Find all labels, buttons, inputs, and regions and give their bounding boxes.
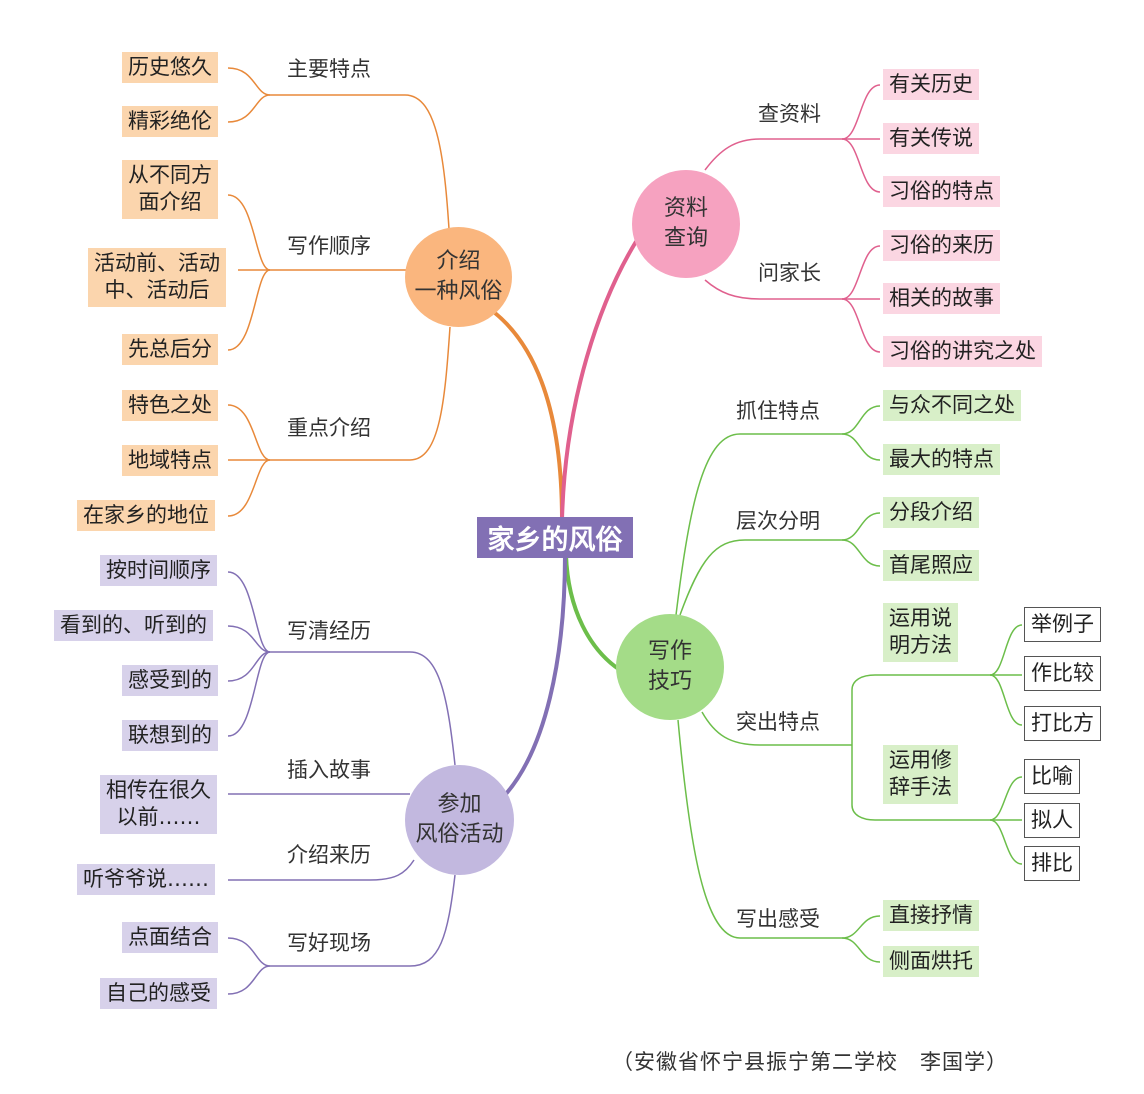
leaf-seen-heard: 看到的、听到的: [54, 610, 213, 642]
leaf-felt: 感受到的: [122, 665, 218, 697]
leaf-point-and-surface: 点面结合: [122, 922, 218, 954]
node-techniques: 写作技巧: [616, 614, 724, 720]
leaf-related-history: 有关历史: [883, 69, 979, 101]
main-link-activity: [503, 554, 567, 797]
leaf-grandpa-said: 听爷爷说……: [77, 864, 215, 896]
leaf-hometown-status: 在家乡的地位: [77, 500, 215, 532]
main-link-techniques: [564, 554, 622, 672]
label-key-introduction: 重点介绍: [287, 416, 371, 440]
leaf-associated: 联想到的: [122, 720, 218, 752]
leaf-parallelism: 排比: [1024, 846, 1080, 882]
leaf-long-ago: 相传在很久以前……: [100, 775, 217, 834]
node-research: 资料查询: [632, 170, 740, 278]
leaf-personification: 拟人: [1024, 803, 1080, 839]
subnode-explanation-methods: 运用说明方法: [883, 603, 958, 662]
leaf-indirect-setoff: 侧面烘托: [883, 946, 979, 978]
leaf-characteristic: 特色之处: [122, 390, 218, 422]
label-look-up: 查资料: [758, 102, 821, 126]
leaf-general-then-detail: 先总后分: [122, 334, 218, 366]
central-topic: 家乡的风俗: [477, 517, 633, 558]
leaf-custom-rules: 习俗的讲究之处: [883, 336, 1042, 368]
leaf-metaphor: 比喻: [1024, 759, 1080, 795]
node-introduce: 介绍一种风俗: [405, 227, 512, 327]
author-credit: （安徽省怀宁县振宁第二学校 李国学）: [612, 1050, 1008, 1074]
leaf-paragraphs: 分段介绍: [883, 497, 979, 529]
leaf-comparison: 作比较: [1024, 656, 1101, 692]
leaf-related-stories: 相关的故事: [883, 283, 1000, 315]
leaf-custom-features: 习俗的特点: [883, 176, 1000, 208]
label-clear-structure: 层次分明: [736, 509, 820, 533]
label-express-feelings: 写出感受: [736, 907, 820, 931]
leaf-regional: 地域特点: [122, 445, 218, 477]
label-insert-story: 插入故事: [287, 758, 371, 782]
links-activity: [227, 571, 456, 995]
leaf-direct-lyric: 直接抒情: [883, 900, 979, 932]
label-ask-parents: 问家长: [758, 261, 821, 285]
leaf-time-order: 按时间顺序: [100, 555, 217, 587]
label-write-scene: 写好现场: [287, 931, 371, 955]
leaf-biggest-feature: 最大的特点: [883, 444, 1000, 476]
leaf-wonderful: 精彩绝伦: [122, 106, 218, 138]
main-link-introduce: [493, 311, 564, 521]
leaf-related-legend: 有关传说: [883, 123, 979, 155]
links-techniques: [675, 405, 1023, 963]
leaf-echo: 首尾照应: [883, 550, 979, 582]
label-introduce-origin: 介绍来历: [287, 843, 371, 867]
leaf-custom-origin: 习俗的来历: [883, 230, 1000, 262]
subnode-rhetoric: 运用修辞手法: [883, 745, 958, 804]
leaf-unique: 与众不同之处: [883, 390, 1021, 422]
links-introduce: [227, 67, 451, 517]
label-grasp-features: 抓住特点: [736, 399, 820, 423]
label-write-experience: 写清经历: [287, 619, 371, 643]
node-activity: 参加风俗活动: [405, 765, 514, 875]
label-writing-order: 写作顺序: [287, 234, 371, 258]
leaf-example: 举例子: [1024, 607, 1101, 643]
leaf-analogy: 打比方: [1024, 706, 1101, 742]
leaf-before-during-after: 活动前、活动中、活动后: [88, 248, 226, 307]
label-highlight-features: 突出特点: [736, 710, 820, 734]
leaf-own-feelings: 自己的感受: [100, 978, 217, 1010]
main-link-research: [560, 238, 639, 521]
links-research: [704, 84, 881, 353]
leaf-different-aspects: 从不同方面介绍: [122, 160, 218, 219]
leaf-history: 历史悠久: [122, 52, 218, 84]
label-main-features: 主要特点: [287, 57, 371, 81]
